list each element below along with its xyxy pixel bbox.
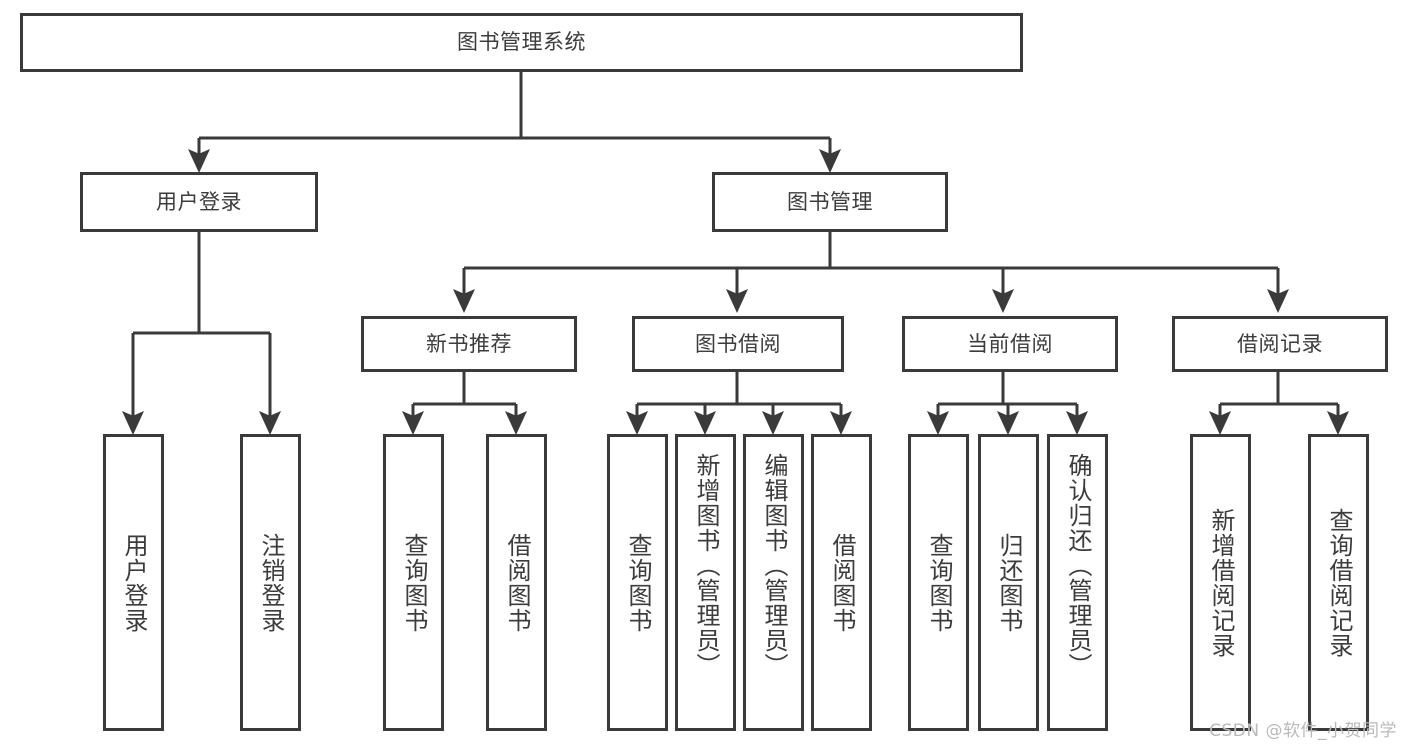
- node-leaf-query-book-1-label: 查询图书: [399, 532, 428, 633]
- node-leaf-edit-book[interactable]: 编辑图书（管理员）: [743, 434, 804, 731]
- node-leaf-add-book-label: 新增图书（管理员）: [691, 453, 720, 678]
- node-user-login-label: 用户登录: [156, 189, 242, 214]
- node-leaf-borrow-book-1-label: 借阅图书: [502, 532, 531, 633]
- node-leaf-query-book-3[interactable]: 查询图书: [908, 434, 969, 731]
- node-book-borrow[interactable]: 图书借阅: [632, 316, 844, 372]
- node-leaf-query-record-label: 查询借阅记录: [1324, 507, 1353, 658]
- node-leaf-confirm-return-label: 确认归还（管理员）: [1063, 453, 1092, 678]
- node-current-borrow[interactable]: 当前借阅: [902, 316, 1118, 372]
- node-leaf-add-record[interactable]: 新增借阅记录: [1190, 434, 1251, 731]
- node-leaf-query-record[interactable]: 查询借阅记录: [1308, 434, 1369, 731]
- node-book-borrow-label: 图书借阅: [695, 331, 781, 356]
- node-user-login[interactable]: 用户登录: [80, 172, 318, 232]
- node-leaf-logout-label: 注销登录: [256, 532, 285, 633]
- node-root[interactable]: 图书管理系统: [20, 13, 1023, 72]
- node-current-borrow-label: 当前借阅: [967, 331, 1053, 356]
- node-root-label: 图书管理系统: [457, 30, 586, 55]
- node-book-manage-label: 图书管理: [787, 189, 873, 214]
- node-leaf-add-book[interactable]: 新增图书（管理员）: [675, 434, 736, 731]
- watermark-text: CSDN @软件_小贺同学: [1209, 721, 1397, 741]
- node-leaf-return-book-label: 归还图书: [994, 532, 1023, 633]
- node-leaf-add-record-label: 新增借阅记录: [1206, 507, 1235, 658]
- node-leaf-logout[interactable]: 注销登录: [240, 434, 301, 731]
- node-leaf-user-login[interactable]: 用户登录: [103, 434, 164, 731]
- node-new-book-recommend[interactable]: 新书推荐: [361, 316, 577, 372]
- node-book-manage[interactable]: 图书管理: [712, 172, 948, 232]
- node-new-book-recommend-label: 新书推荐: [426, 331, 512, 356]
- node-leaf-query-book-3-label: 查询图书: [924, 532, 953, 633]
- node-leaf-borrow-book-2-label: 借阅图书: [827, 532, 856, 633]
- node-leaf-query-book-2-label: 查询图书: [623, 532, 652, 633]
- node-borrow-record[interactable]: 借阅记录: [1172, 316, 1388, 372]
- node-borrow-record-label: 借阅记录: [1237, 331, 1323, 356]
- node-leaf-confirm-return[interactable]: 确认归还（管理员）: [1047, 434, 1108, 731]
- node-leaf-query-book-2[interactable]: 查询图书: [607, 434, 668, 731]
- node-leaf-borrow-book-2[interactable]: 借阅图书: [811, 434, 872, 731]
- node-leaf-edit-book-label: 编辑图书（管理员）: [759, 453, 788, 678]
- node-leaf-query-book-1[interactable]: 查询图书: [383, 434, 444, 731]
- node-leaf-return-book[interactable]: 归还图书: [978, 434, 1039, 731]
- node-leaf-user-login-label: 用户登录: [119, 532, 148, 633]
- node-leaf-borrow-book-1[interactable]: 借阅图书: [486, 434, 547, 731]
